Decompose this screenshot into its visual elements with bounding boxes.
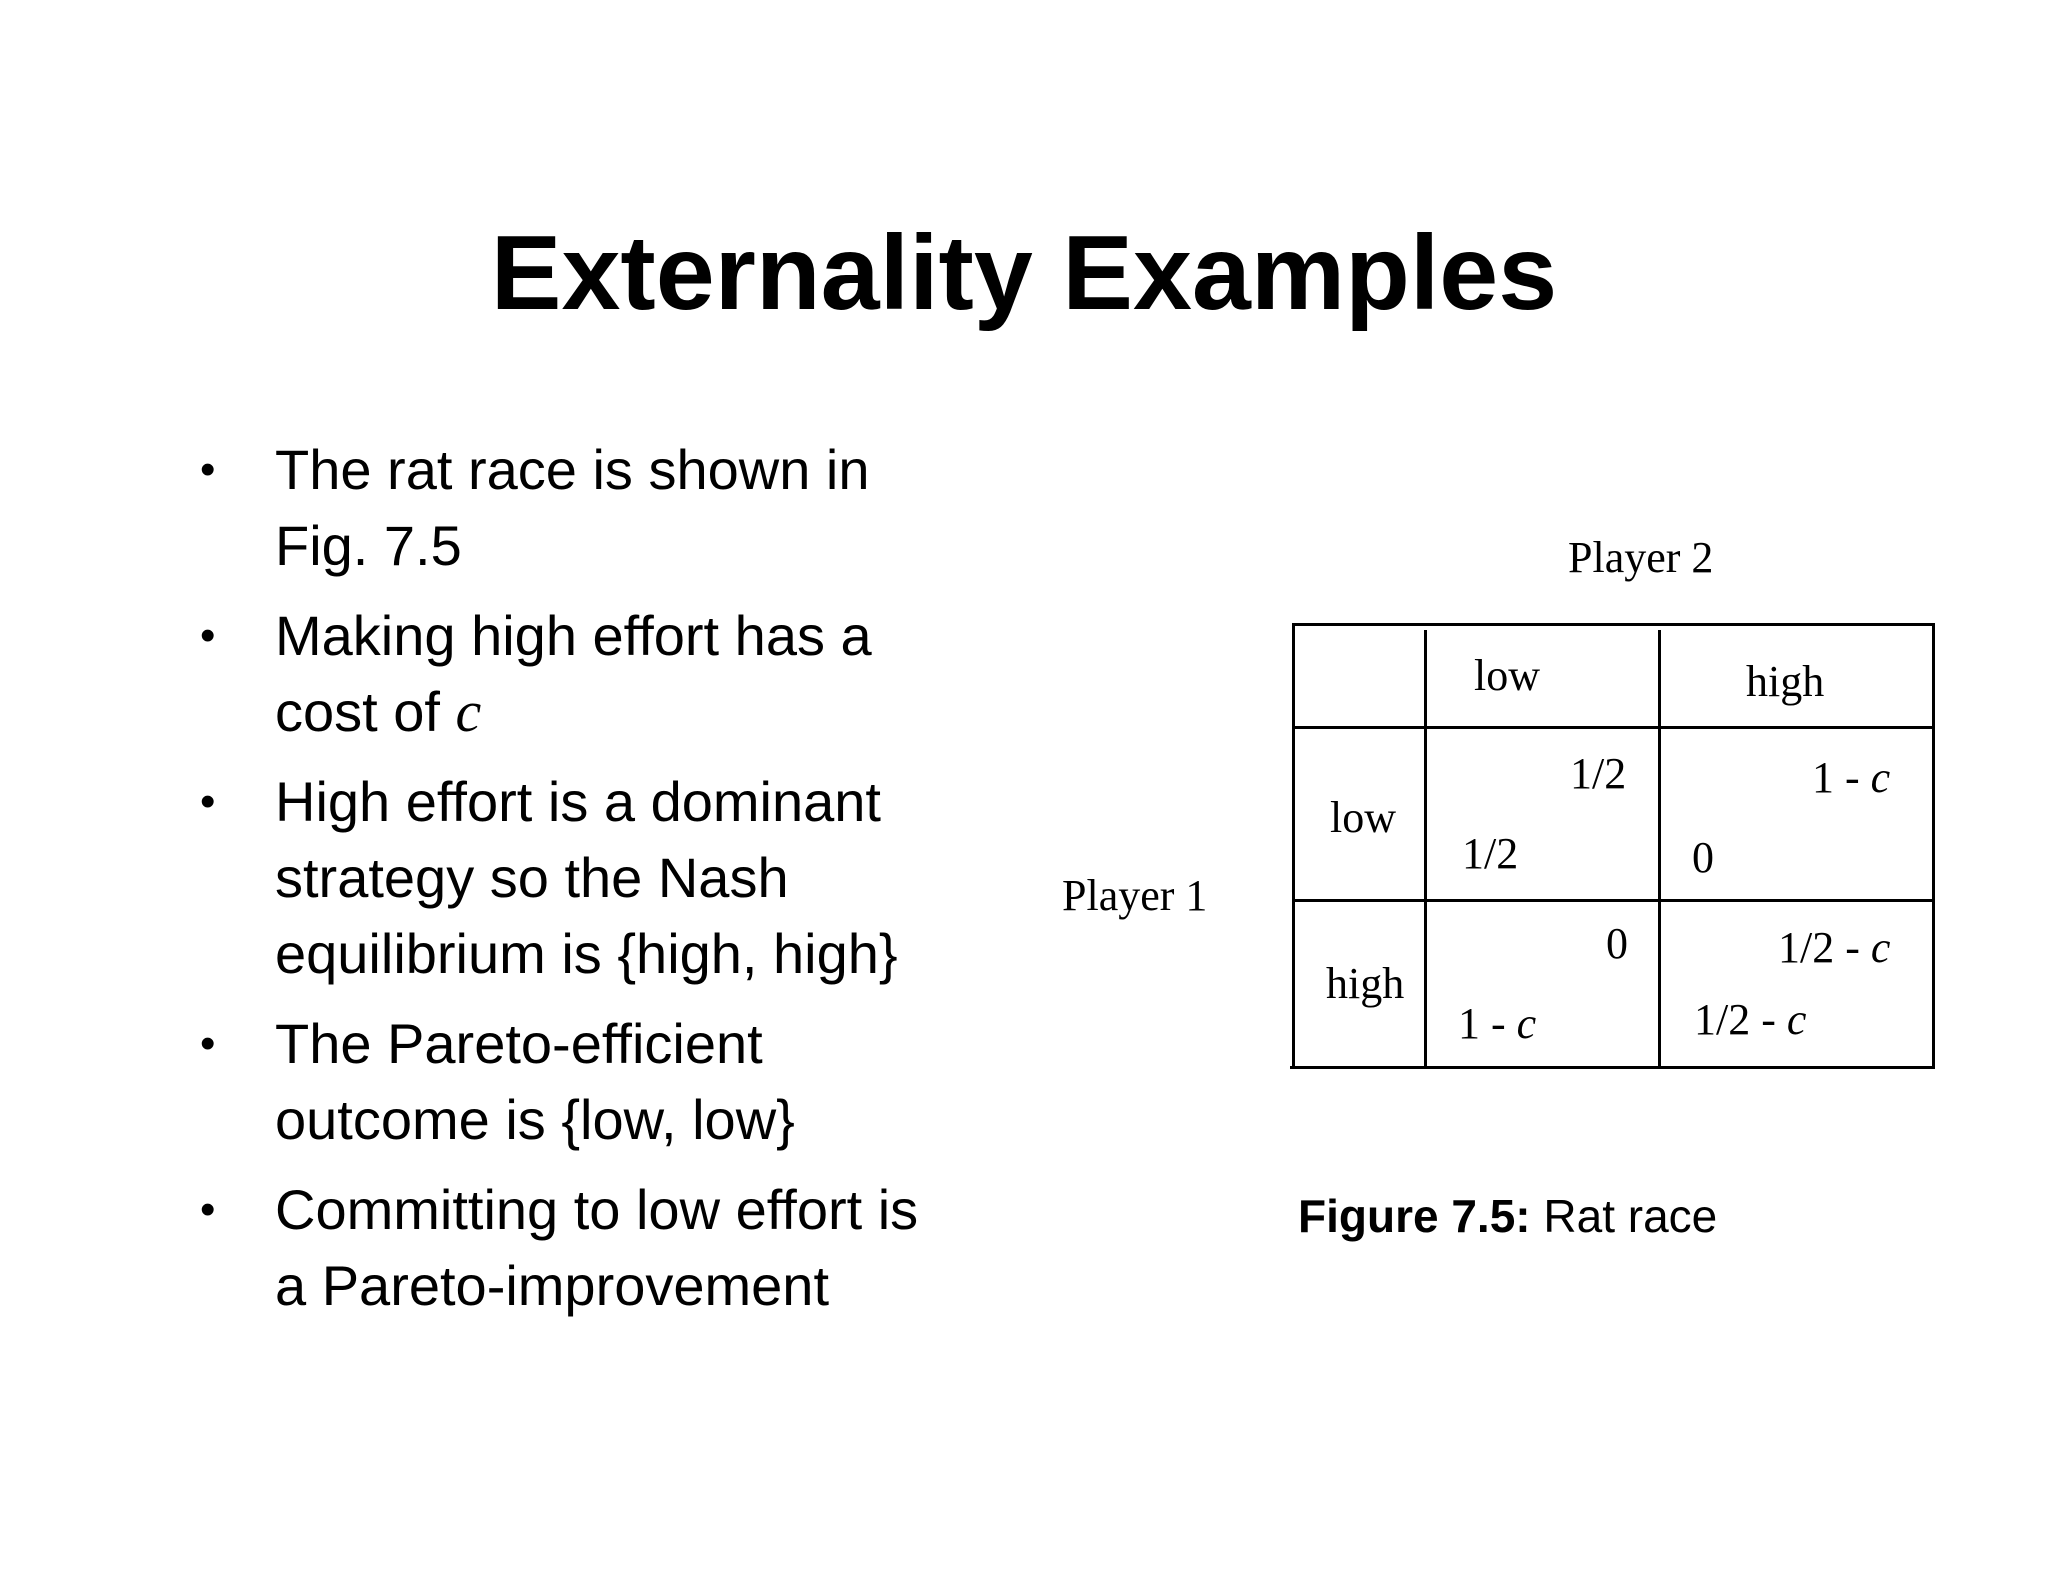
bullet-item: • Making high effort has a cost of c [200,598,1040,750]
bullet-item: • High effort is a dominant strategy so … [200,764,1040,992]
bullet-line: strategy so the Nash [275,846,789,909]
row-header-high: high [1326,959,1405,1008]
payoff-p1: 1/2 [1462,829,1519,878]
grid-line [1658,630,1661,1066]
bullet-item: • Committing to low effort is a Pareto-i… [200,1172,1040,1324]
player2-label: Player 2 [1568,533,1714,582]
payoff-p2: 0 [1606,919,1628,968]
bullet-line: Making high effort has a [275,604,872,667]
col-header-low: low [1474,651,1540,700]
bullet-line: a Pareto-improvement [275,1254,830,1317]
payoff-p1: 1/2 - c [1694,995,1807,1044]
bullet-item: • The Pareto-efficient outcome is {low, … [200,1006,1040,1158]
bullet-line: cost of c [275,674,1040,750]
cost-variable: c [455,679,482,744]
payoff-p1: 1 - c [1458,999,1537,1048]
figure-caption: Figure 7.5: Rat race [1298,1188,1717,1244]
caption-label: Figure 7.5: [1298,1190,1531,1242]
row-header-low: low [1330,793,1396,842]
bullet-item: • The rat race is shown in Fig. 7.5 [200,432,1040,584]
bullet-line: Committing to low effort is [275,1178,919,1241]
grid-line [1290,1066,1935,1069]
bullet-icon: • [200,777,216,826]
bullet-line: outcome is {low, low} [275,1088,795,1151]
bullet-text: cost of [275,680,456,743]
grid-line [1932,623,1935,1069]
grid-line [1292,623,1935,626]
payoff-p2: 1/2 - c [1778,923,1891,972]
payoff-p2: 1 - c [1812,753,1891,802]
bullet-line: The Pareto-efficient [275,1012,763,1075]
slide-title: Externality Examples [490,214,1558,332]
bullet-icon: • [200,1019,216,1068]
caption-text: Rat race [1530,1190,1718,1242]
col-header-high: high [1746,657,1825,706]
grid-line [1292,623,1295,1069]
payoff-p2: 1/2 [1570,749,1627,798]
bullet-line: equilibrium is {high, high} [275,922,898,985]
player1-label: Player 1 [1062,871,1208,920]
grid-line [1292,726,1935,729]
bullet-line: The rat race is shown in [275,438,870,501]
bullet-line: Fig. 7.5 [275,514,462,577]
bullet-icon: • [200,611,216,660]
payoff-p1: 0 [1692,833,1714,882]
bullet-list: • The rat race is shown in Fig. 7.5 • Ma… [200,432,1040,1338]
bullet-icon: • [200,1185,216,1234]
bullet-line: High effort is a dominant [275,770,881,833]
grid-line [1292,899,1935,902]
grid-line [1424,630,1427,1066]
bullet-icon: • [200,445,216,494]
